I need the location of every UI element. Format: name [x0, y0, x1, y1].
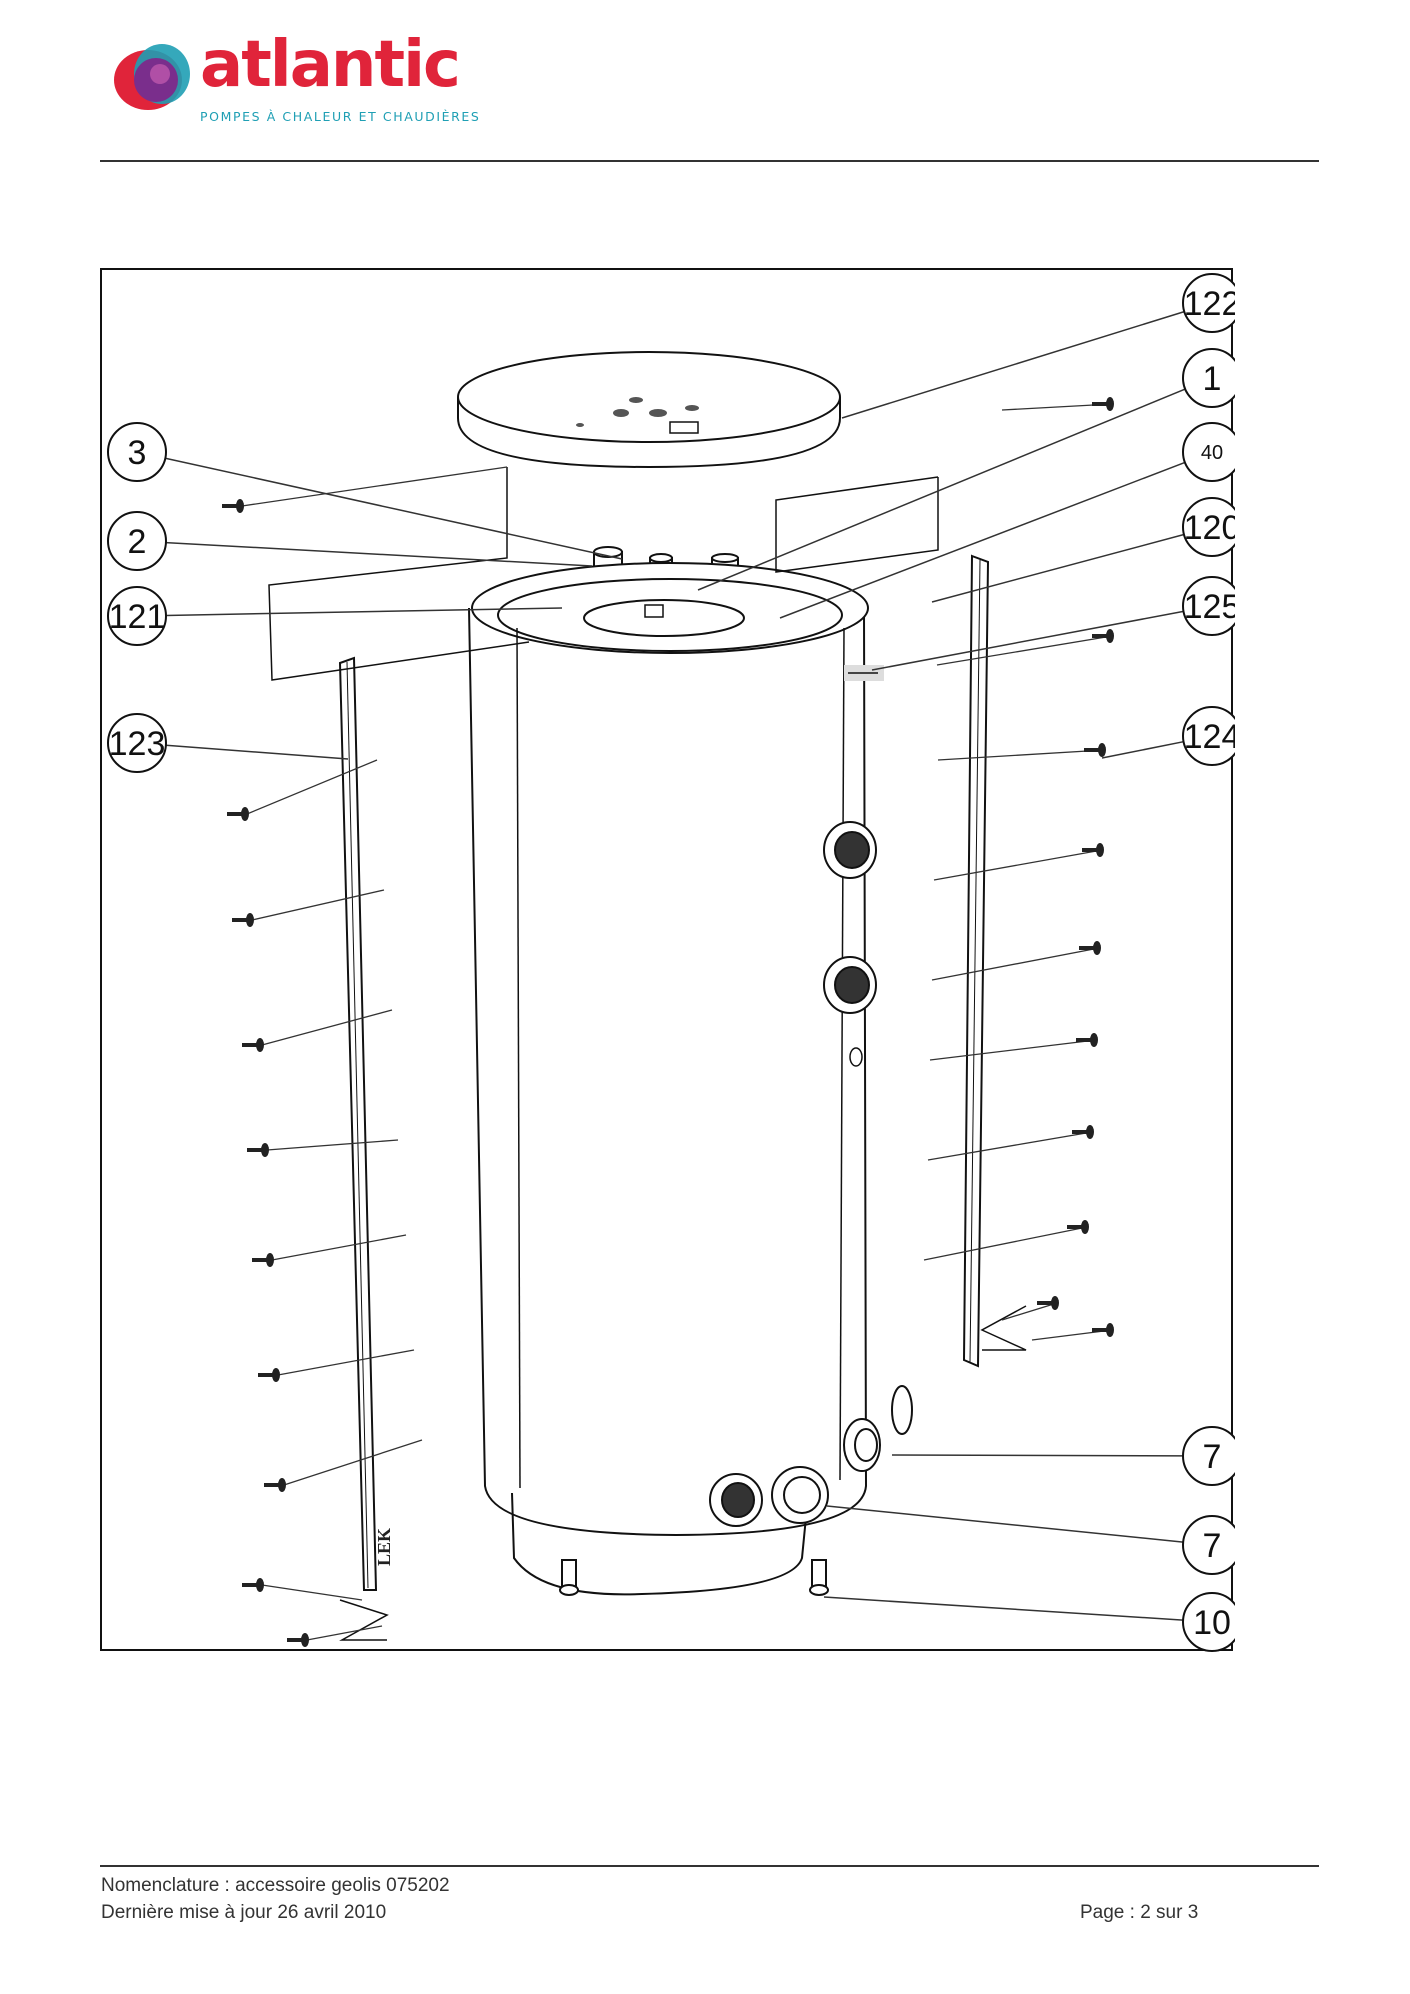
connections: [559, 821, 913, 1596]
screw-icon: [927, 1125, 1094, 1161]
callout-120: 120: [1182, 497, 1235, 557]
screw-icon: [247, 1139, 399, 1157]
callout-number: 120: [1184, 509, 1235, 547]
leader-line: [1101, 740, 1184, 759]
callout-number: 123: [109, 725, 166, 763]
footer-divider: [100, 1865, 1319, 1867]
screw-icon: [242, 1009, 393, 1052]
callout-40: 40: [1182, 422, 1235, 482]
leader-lines: [165, 310, 1186, 1621]
callouts: 122 1 40 120 125 124 3 2 121 123 7 7 10: [107, 273, 1235, 1652]
leader-line: [931, 533, 1185, 603]
leader-line: [891, 1454, 1184, 1457]
brackets: [268, 467, 1027, 1641]
callout-122: 122: [1182, 273, 1235, 333]
exploded-diagram: LEK 122 1 40 120 125 124 3 2 121 123 7 7 10: [100, 268, 1235, 1652]
callout-number: 121: [109, 598, 166, 636]
leader-line: [779, 461, 1186, 619]
screw-icon: [287, 1625, 383, 1647]
callout-125: 125: [1182, 576, 1235, 636]
screw-icon: [1001, 1296, 1059, 1321]
callout-7: 7: [1182, 1426, 1235, 1486]
leader-line: [871, 610, 1184, 671]
callout-123: 123: [107, 713, 167, 773]
callout-121: 121: [107, 586, 167, 646]
brand-name: atlantic: [200, 28, 461, 102]
callout-number: 122: [1184, 285, 1235, 323]
screw-icon: [1001, 397, 1114, 411]
callout-10: 10: [1182, 1592, 1235, 1652]
callout-number: 2: [128, 523, 147, 561]
screw-icon: [252, 1234, 407, 1267]
screw-icon: [242, 1578, 363, 1601]
tank-body: [468, 562, 884, 1596]
callout-number: 7: [1203, 1527, 1222, 1565]
callout-number: 1: [1203, 360, 1222, 398]
screw-icon: [931, 941, 1101, 981]
screw-icon: [937, 743, 1106, 761]
side-panels: [338, 554, 990, 1591]
callout-3: 3: [107, 422, 167, 482]
screw-icon: [264, 1439, 423, 1492]
leader-line: [823, 1596, 1184, 1621]
atlantic-logo-mark-icon: [114, 44, 190, 110]
footer-page-number: Page : 2 sur 3: [1080, 1902, 1199, 1923]
leader-line: [165, 607, 563, 617]
panel-marking: LEK: [374, 1528, 394, 1566]
header-divider: [100, 160, 1319, 162]
callout-124: 124: [1182, 706, 1235, 766]
callout-2: 2: [107, 511, 167, 571]
screw-icon: [933, 843, 1104, 881]
atlantic-logo: atlantic POMPES À CHALEUR ET CHAUDIÈRES: [110, 28, 490, 136]
leader-line: [165, 457, 623, 560]
screws: [222, 397, 1114, 1647]
leader-line: [165, 744, 349, 760]
tank-exploded-view: LEK 122 1 40 120 125 124 3 2 121 123 7 7 10: [107, 273, 1235, 1652]
footer-update-date: Dernière mise à jour 26 avril 2010: [101, 1902, 387, 1923]
screw-icon: [1031, 1323, 1114, 1341]
screw-icon: [232, 889, 385, 927]
footer-nomenclature: Nomenclature : accessoire geolis 075202: [101, 1875, 450, 1896]
screw-icon: [227, 759, 378, 821]
callout-number: 40: [1201, 442, 1223, 464]
callout-number: 3: [128, 434, 147, 472]
screw-icon: [258, 1349, 415, 1382]
screw-icon: [929, 1033, 1098, 1061]
brand-tagline: POMPES À CHALEUR ET CHAUDIÈRES: [200, 109, 481, 124]
callout-number: 10: [1193, 1604, 1231, 1642]
screw-icon: [222, 466, 508, 513]
lid: [457, 351, 841, 469]
callout-number: 124: [1184, 718, 1235, 756]
leader-line: [841, 310, 1185, 419]
leader-line: [697, 388, 1186, 591]
screw-icon: [923, 1220, 1089, 1261]
callout-number: 125: [1184, 588, 1235, 626]
screw-icon: [936, 629, 1114, 666]
callout-1: 1: [1182, 348, 1235, 408]
callout-7: 7: [1182, 1515, 1235, 1575]
leader-line: [165, 541, 593, 567]
leader-line: [826, 1505, 1184, 1543]
callout-number: 7: [1203, 1438, 1222, 1476]
